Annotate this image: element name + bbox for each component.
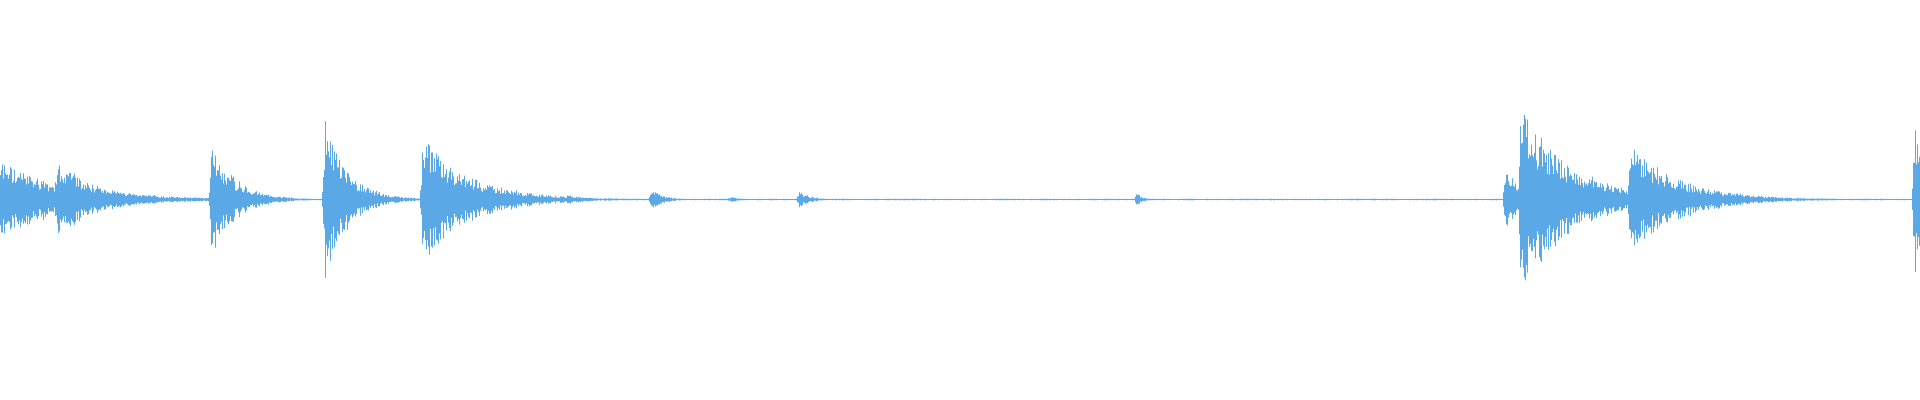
waveform-samples	[0, 114, 1920, 281]
waveform-path	[0, 114, 1920, 281]
